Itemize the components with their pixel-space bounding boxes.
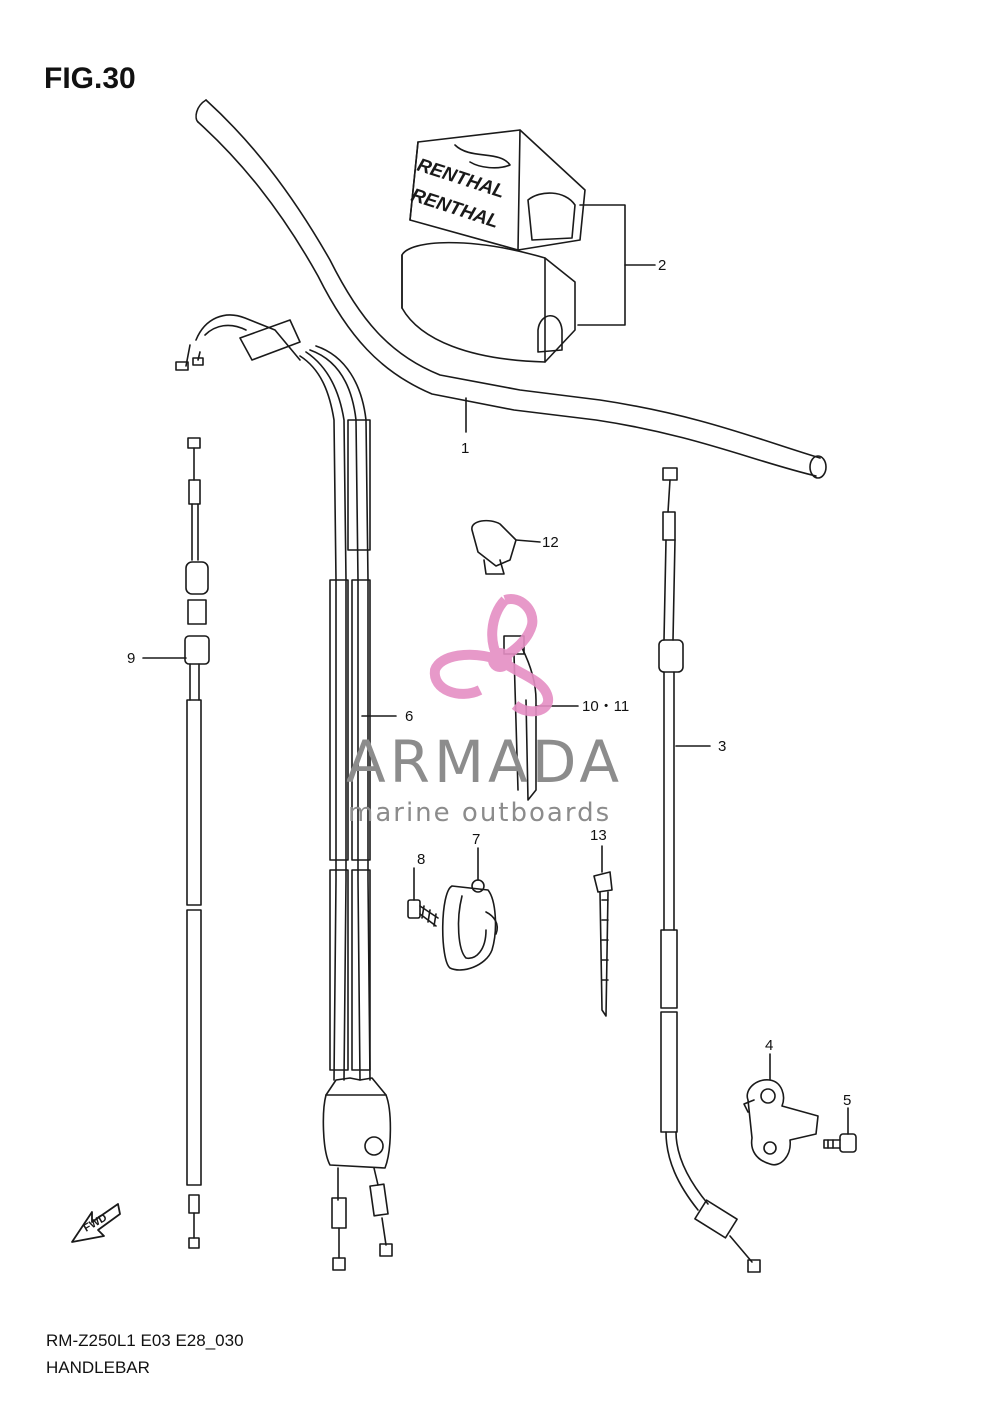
clutch-cable-part [658,467,761,1273]
section-name: HANDLEBAR [46,1358,150,1377]
callout-8: 8 [417,851,426,868]
clip-part [441,847,499,971]
bolt-5-part [823,1107,857,1153]
handlebar-part [195,99,827,479]
callout-7: 7 [472,831,481,848]
callout-1: 1 [461,440,470,457]
watermark-name: ARMADA [346,728,624,796]
watermark-logo-icon [429,594,553,717]
bracket-part [743,1053,819,1166]
watermark-tagline: marine outboards [348,798,612,828]
callout-6: 6 [405,708,414,725]
figure-title: FIG.30 [44,62,136,95]
model-code: RM-Z250L1 E03 E28_030 [46,1331,244,1350]
callout-2-bracket [577,204,656,326]
callout-13: 13 [590,827,607,844]
throttle-cable-part [175,314,393,1271]
callout-4: 4 [765,1037,774,1054]
hot-start-cable-part [184,437,210,1249]
callout-12: 12 [542,534,559,551]
fwd-arrow-icon [71,1203,121,1243]
callout-5: 5 [843,1092,852,1109]
fwd-label: FWD [82,1212,110,1235]
callout-3: 3 [718,738,727,755]
clamp-part [471,519,541,575]
leader-lines [142,397,711,747]
tie-wrap-part [593,845,613,1017]
bar-pad-part [401,129,586,363]
bolt-part [407,867,439,927]
callout-10-11: 10・11 [582,698,630,715]
callout-2: 2 [658,257,667,274]
callout-9: 9 [127,650,136,667]
